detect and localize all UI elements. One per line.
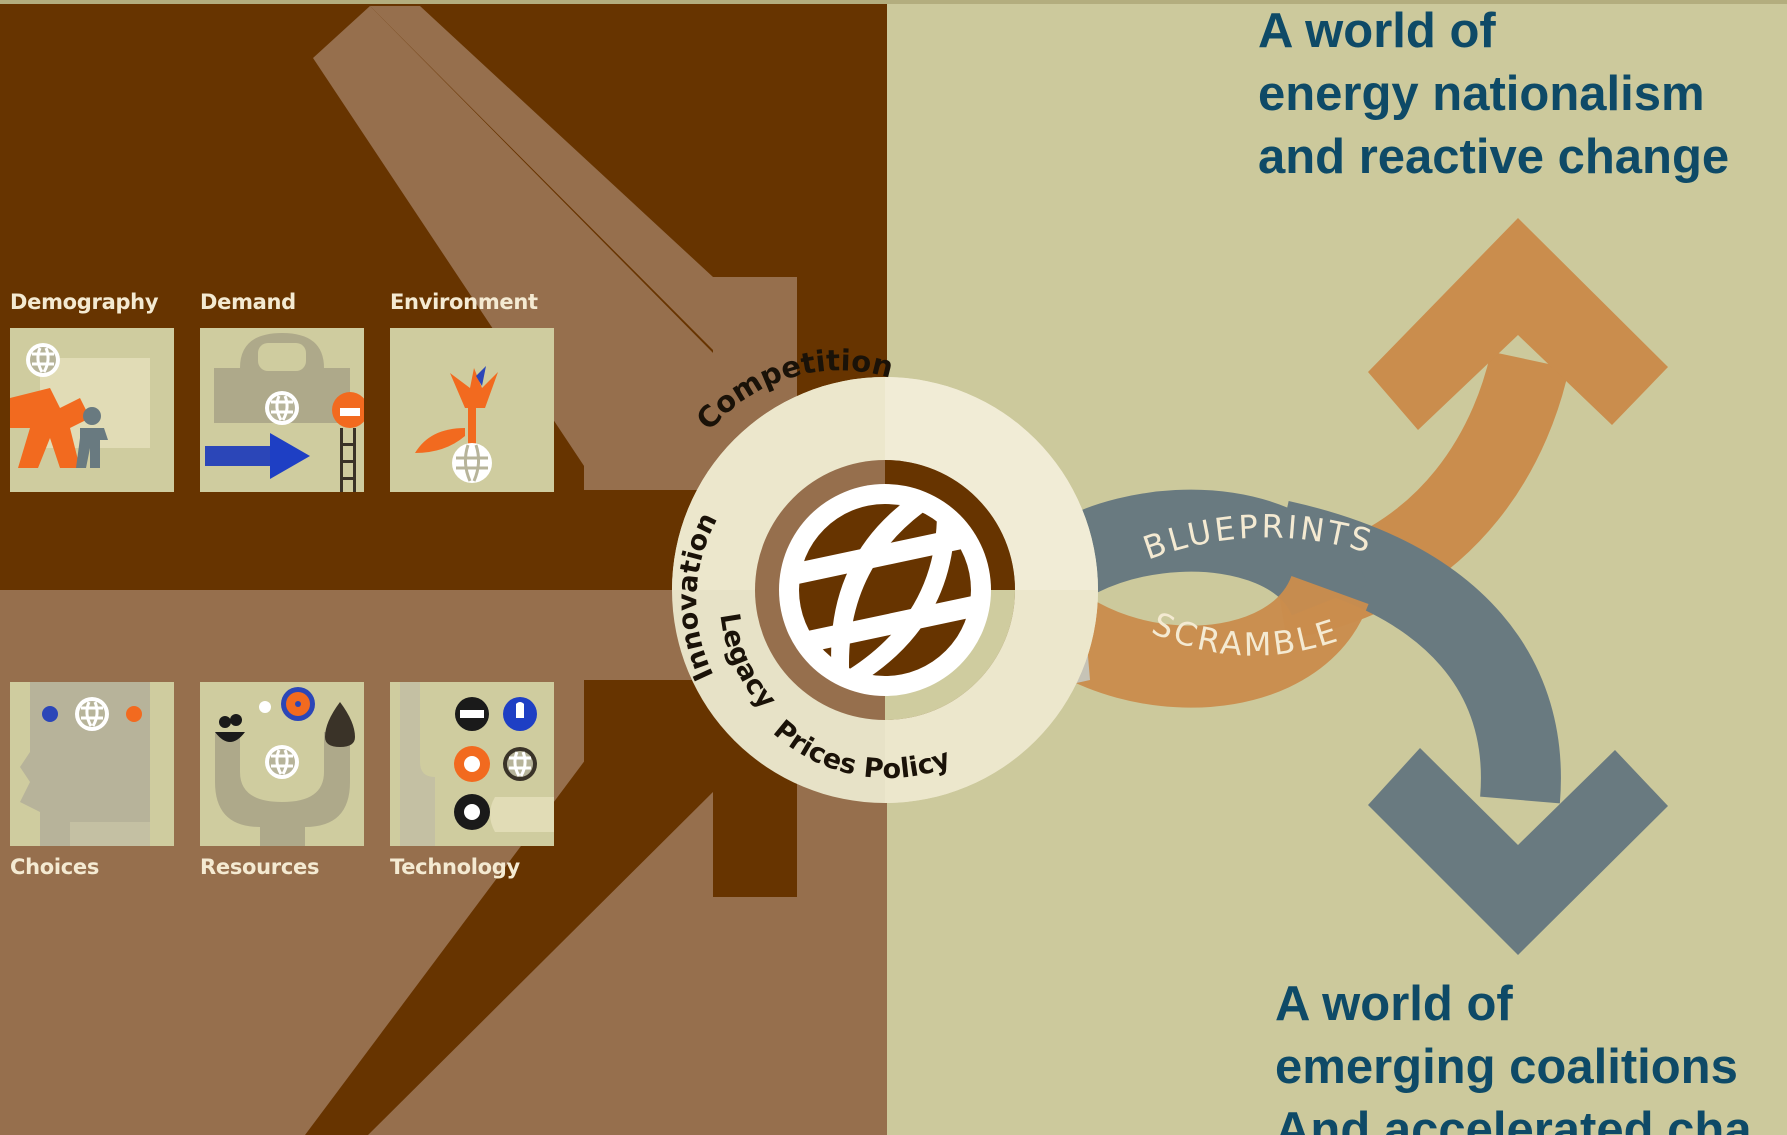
bowl-icon	[215, 714, 245, 742]
factor-label-technology: Technology	[390, 855, 520, 879]
people-icon	[76, 407, 108, 468]
globe-icon	[75, 697, 109, 731]
sun-icon	[454, 746, 490, 782]
top-world-line-1: A world of	[1258, 4, 1496, 58]
radiation-icon	[281, 687, 315, 721]
bottom-world-line-2: emerging coalitions	[1275, 1040, 1738, 1094]
resources-tile	[200, 682, 364, 846]
globe-icon	[265, 745, 299, 779]
slate-arrow-head	[1368, 748, 1668, 955]
bottom-world-heading: A world of emerging coalitions And accel…	[1275, 973, 1752, 1135]
technology-tile	[390, 682, 554, 846]
head-icon	[20, 682, 150, 846]
orange-arrow-head	[1368, 218, 1668, 430]
globe-icon	[452, 443, 492, 483]
person-red-icon	[332, 392, 364, 428]
dot-orange-icon	[126, 706, 142, 722]
arrow-right-icon	[205, 433, 310, 479]
globe-icon	[26, 343, 60, 377]
flower-icon	[415, 366, 498, 453]
environment-tile	[390, 328, 554, 492]
globe-icon	[265, 391, 299, 425]
top-world-line-3: and reactive change	[1258, 130, 1730, 184]
demography-tile	[10, 328, 174, 492]
factor-label-demography: Demography	[10, 290, 159, 314]
globe-icon	[503, 747, 537, 781]
bottom-world-line-3: And accelerated cha	[1275, 1103, 1752, 1135]
gear-icon	[454, 794, 490, 830]
bulb-icon	[503, 697, 537, 731]
top-world-line-2: energy nationalism	[1258, 67, 1705, 121]
factor-label-environment: Environment	[390, 290, 538, 314]
plug-icon	[455, 697, 489, 731]
factor-label-choices: Choices	[10, 855, 100, 879]
top-border	[0, 0, 1787, 4]
ladder-icon	[340, 428, 356, 492]
globe-icon	[779, 484, 991, 696]
choices-tile	[10, 682, 174, 846]
drop-icon	[325, 702, 355, 747]
top-world-heading: A world of energy nationalism and reacti…	[1258, 0, 1729, 189]
factor-label-demand: Demand	[200, 290, 296, 314]
lower-input-arrow	[305, 680, 797, 1135]
dot-blue-icon	[42, 706, 58, 722]
bottom-world-line-1: A world of	[1275, 977, 1513, 1031]
car-icon	[214, 333, 350, 423]
factor-label-resources: Resources	[200, 855, 320, 879]
hand-icon	[215, 732, 350, 846]
demand-tile	[200, 328, 364, 492]
